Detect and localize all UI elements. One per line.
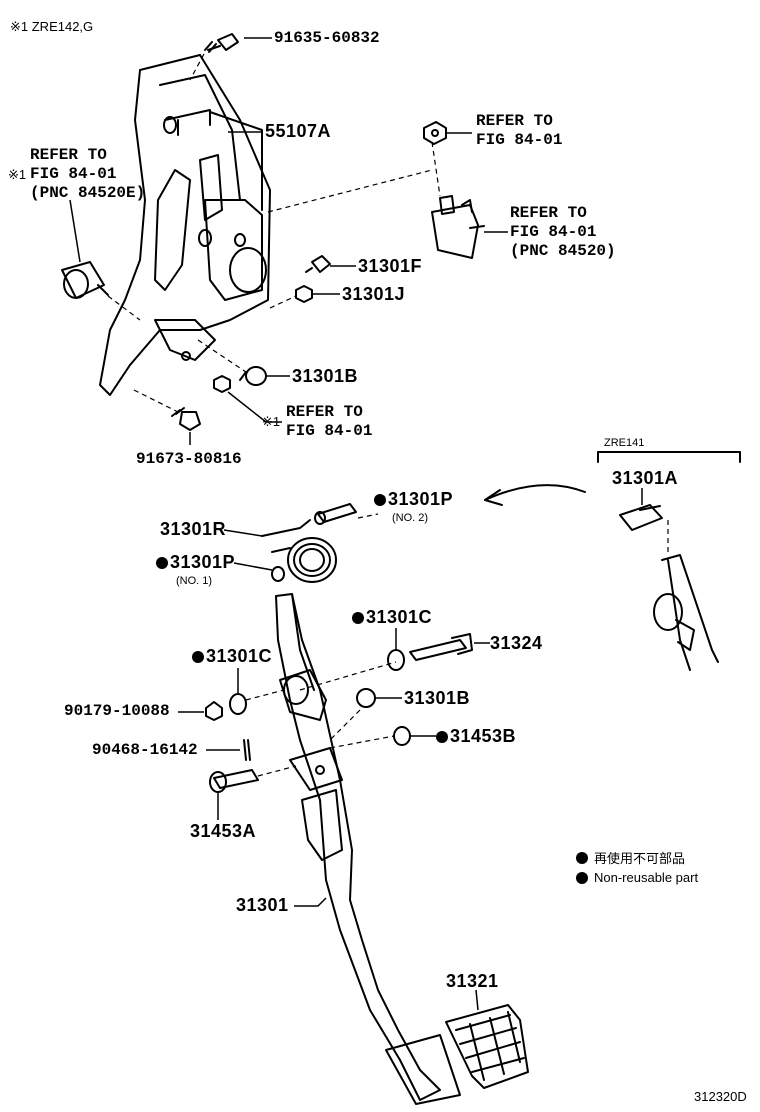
stop-lamp-switch-left-icon [61, 261, 109, 299]
non-reusable-dot-icon [576, 851, 588, 864]
ref-bottom-line2: FIG 84-01 [286, 422, 373, 440]
part-label-31453B: 31453B [436, 727, 516, 745]
part-label-31301C-left: 31301C [192, 647, 272, 665]
legend-row-en: Non-reusable part [576, 870, 698, 885]
part-label-31301A: 31301A [612, 468, 679, 488]
part-label-31453A: 31453A [190, 821, 257, 841]
washer-31301C-left-icon [229, 693, 247, 715]
part-label-90179-10088: 90179-10088 [64, 702, 170, 720]
part-label-31301B-top: 31301B [292, 366, 359, 386]
zre141-bracket-box [597, 451, 741, 671]
part-label-31301: 31301 [236, 895, 289, 915]
part-label-31301R: 31301R [160, 519, 227, 539]
variant-note: ※1 ZRE142,G [10, 19, 94, 34]
pedal-pad-31321-icon [445, 1004, 529, 1089]
stop-lamp-switch-icon [431, 195, 485, 259]
nut-90179-icon [205, 701, 223, 721]
nut-31301J-icon [295, 285, 313, 303]
part-label-55107A: 55107A [265, 121, 332, 141]
bushing-31301P-no1-icon [271, 566, 285, 582]
pedal-bracket [99, 54, 271, 396]
non-reusable-dot-icon [374, 494, 386, 507]
pin-31301P-no2-icon [314, 503, 357, 525]
ref-bottom-line1: REFER TO [286, 403, 363, 421]
arrow-curve [484, 484, 586, 501]
part-label-31301F: 31301F [358, 256, 423, 276]
ref-left-line2: FIG 84-01 [30, 165, 117, 183]
clip-31301B-icon [239, 366, 267, 386]
bolt-91673-icon [171, 407, 201, 431]
legend-row-jp: 再使用不可部品 [576, 848, 685, 867]
washer-31301C-right-icon [387, 649, 405, 671]
non-reusable-dot-icon [576, 871, 588, 884]
part-label-31301J: 31301J [342, 284, 406, 304]
part-note-no2: (NO. 2) [392, 512, 429, 524]
pedal-lever [275, 593, 461, 1105]
figure-code: 312320D [694, 1089, 747, 1104]
non-reusable-dot-icon [352, 612, 364, 625]
ref-left-line3: (PNC 84520E) [30, 184, 146, 202]
non-reusable-dot-icon [436, 731, 448, 744]
arrow-head-icon [484, 489, 503, 506]
alignment-lines [107, 53, 669, 777]
pin-31453A-icon [209, 769, 259, 793]
non-reusable-dot-icon [192, 651, 204, 664]
ref-right-line1: REFER TO [510, 204, 587, 222]
nut-icon [423, 121, 447, 145]
non-reusable-dot-icon [156, 557, 168, 570]
part-label-31324: 31324 [490, 633, 543, 653]
part-label-31321: 31321 [446, 971, 499, 991]
part-label-91673-80816: 91673-80816 [136, 450, 242, 468]
part-label-91635-60832: 91635-60832 [274, 29, 380, 47]
spring-31301R-icon [261, 519, 337, 583]
bolt-31301F-icon [305, 255, 331, 273]
ref-bottom-mark: ※1 [262, 414, 281, 429]
bolt-31324-icon [409, 633, 473, 661]
part-label-31301P-no2: 31301P [374, 490, 453, 508]
legend-en-text: Non-reusable part [594, 870, 699, 885]
bushing-31453B-icon [393, 726, 411, 746]
part-label-31301B-mid: 31301B [404, 688, 471, 708]
part-label-31301C-right: 31301C [352, 608, 432, 626]
ref-left-line1: REFER TO [30, 146, 107, 164]
leader-lines [69, 37, 643, 1011]
clip-31301B-mid-icon [356, 688, 376, 708]
nut-bottom-icon [213, 375, 231, 393]
ref-top-line2: FIG 84-01 [476, 131, 563, 149]
group-label-zre141: ZRE141 [604, 437, 645, 449]
legend-jp-text: 再使用不可部品 [594, 851, 686, 866]
part-note-no1: (NO. 1) [176, 575, 213, 587]
bolt-91635-icon [204, 33, 239, 53]
ref-right-line2: FIG 84-01 [510, 223, 597, 241]
part-label-90468-16142: 90468-16142 [92, 741, 198, 759]
ref-top-line1: REFER TO [476, 112, 553, 130]
part-label-31301P-no1: 31301P [156, 553, 235, 571]
ref-right-line3: (PNC 84520) [510, 242, 616, 260]
cotter-pin-90468-icon [243, 739, 251, 761]
ref-left-mark: ※1 [8, 167, 27, 182]
